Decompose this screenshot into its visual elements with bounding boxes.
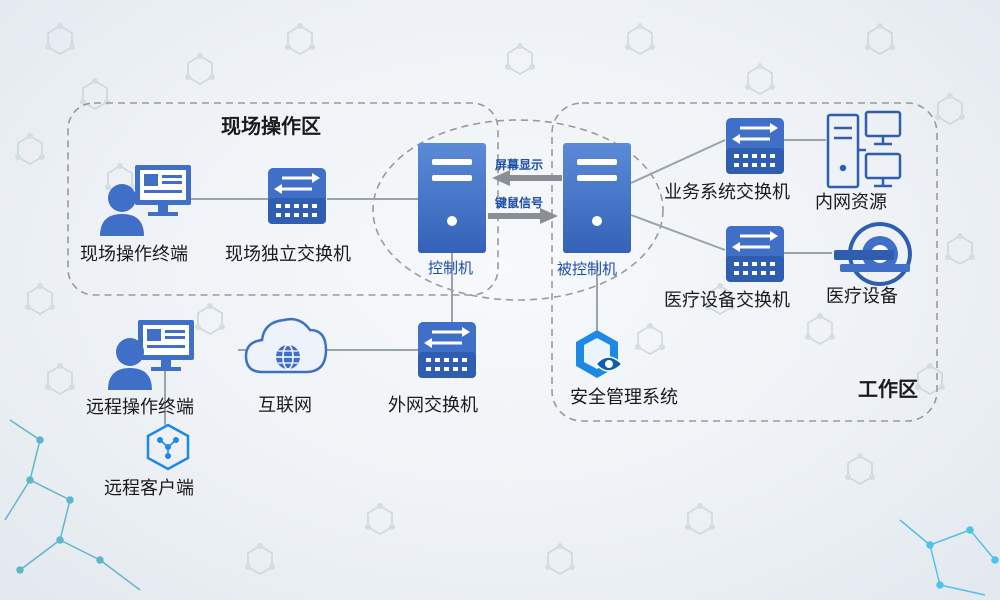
intranet-label: 内网资源: [815, 192, 887, 213]
keyboard-signal-arrow: [488, 208, 558, 224]
internet-cloud-icon[interactable]: [244, 317, 328, 374]
internet-label: 互联网: [258, 395, 312, 416]
business-switch-icon[interactable]: [726, 118, 784, 174]
work-zone-box: [551, 102, 938, 422]
security-system-icon[interactable]: [576, 330, 624, 378]
corner-teal-network-right: [899, 519, 999, 596]
medical-device-label: 医疗设备: [826, 286, 898, 307]
onsite-switch-icon[interactable]: [268, 168, 326, 224]
remote-terminal-icon[interactable]: [108, 320, 194, 390]
connection-lines: [164, 139, 832, 425]
remote-client-icon[interactable]: [146, 423, 190, 471]
business-switch-label: 业务系统交换机: [664, 182, 790, 203]
intranet-resource-icon[interactable]: [826, 110, 902, 189]
external-switch-label: 外网交换机: [388, 395, 478, 416]
work-zone-title: 工作区: [858, 377, 918, 401]
onsite-terminal-icon[interactable]: [100, 165, 191, 236]
onsite-zone-title: 现场操作区: [221, 114, 321, 138]
onsite-switch-label: 现场独立交换机: [225, 244, 351, 265]
controller-label: 控制机: [428, 259, 474, 277]
medical-switch-icon[interactable]: [726, 226, 784, 282]
remote-client-label: 远程客户端: [104, 478, 194, 499]
security-system-label: 安全管理系统: [570, 387, 678, 408]
control-zone-ellipse: [372, 119, 664, 301]
remote-terminal-label: 远程操作终端: [86, 397, 194, 418]
screen-display-label: 屏幕显示: [495, 158, 544, 172]
controlled-server-icon[interactable]: [563, 143, 631, 253]
medical-device-icon[interactable]: [834, 222, 912, 286]
corner-teal-network-left: [4, 419, 141, 591]
controller-server-icon[interactable]: [418, 143, 486, 253]
medical-switch-label: 医疗设备交换机: [664, 290, 790, 311]
controlled-label: 被控制机: [557, 260, 618, 278]
external-switch-icon[interactable]: [418, 322, 476, 378]
onsite-terminal-label: 现场操作终端: [80, 244, 188, 265]
screen-display-arrow: [492, 170, 562, 186]
keyboard-signal-label: 键鼠信号: [495, 196, 544, 210]
